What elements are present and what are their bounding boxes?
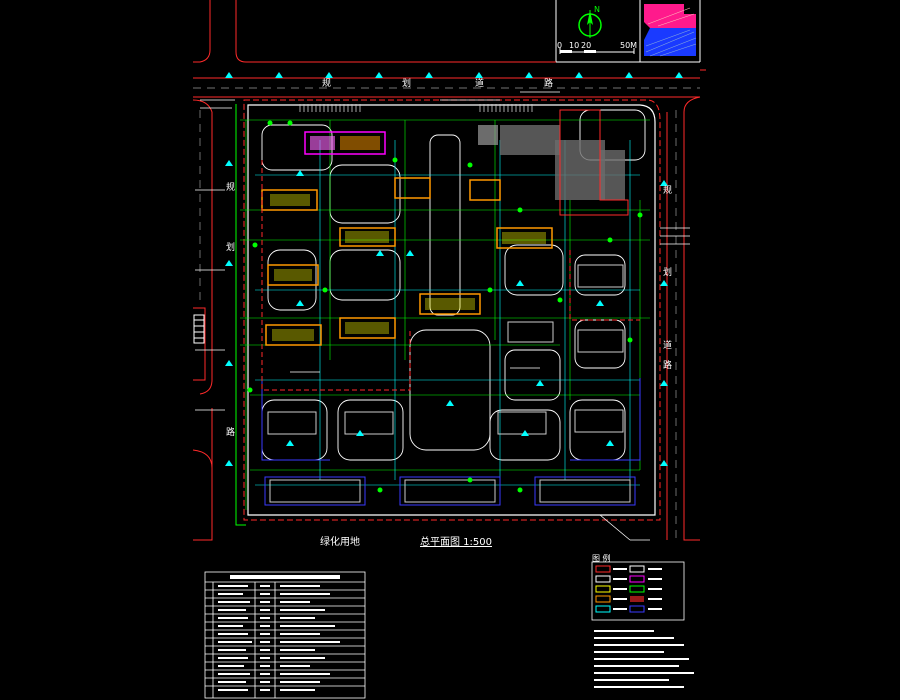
tree-markers	[247, 120, 643, 493]
north-label: N	[594, 5, 600, 14]
legend-box	[591, 561, 685, 621]
annotation-lines	[195, 91, 690, 541]
road-label-west-2: 划	[226, 243, 236, 253]
roads	[192, 0, 706, 541]
site-boundary	[235, 99, 661, 526]
road-label-north-1: 规	[322, 79, 332, 89]
design-notes	[594, 630, 694, 688]
north-arrow-icon	[578, 10, 602, 38]
road-label-north-3: 道	[475, 79, 485, 89]
data-table	[204, 571, 366, 699]
road-label-east-1: 规	[663, 186, 673, 196]
road-label-east-2: 划	[663, 268, 673, 278]
elevation-markers	[225, 72, 683, 466]
road-label-west-1: 规	[226, 183, 236, 193]
road-label-east-3: 道	[663, 341, 673, 351]
road-label-east-4: 路	[663, 361, 673, 371]
legend-heading: 图 例	[592, 554, 611, 563]
data-table-text	[218, 575, 340, 691]
inset-panel	[555, 0, 701, 63]
red-dashed-zone	[261, 160, 640, 391]
road-label-west-3: 路	[226, 428, 236, 438]
west-gate	[193, 314, 205, 344]
road-label-north-4: 路	[544, 79, 554, 89]
building-south-blue	[261, 378, 641, 506]
green-area-label: 绿化用地	[320, 537, 360, 548]
scale-bar	[559, 48, 635, 54]
color-swatch-icon	[644, 4, 697, 57]
north-fence	[299, 104, 533, 112]
buildings-south	[267, 264, 631, 503]
scale-tick-0: 0	[557, 41, 563, 50]
drawing-title: 总平面图 1:500	[420, 537, 492, 548]
buildings-grey	[478, 109, 629, 216]
scale-tick-10: 10	[569, 41, 580, 50]
road-centerlines	[193, 87, 700, 540]
scale-tick-20: 20	[581, 41, 592, 50]
building-magenta	[304, 131, 386, 155]
scale-tick-50m: 50M	[620, 41, 638, 50]
buildings-west	[261, 177, 553, 346]
road-label-north-2: 划	[402, 79, 412, 89]
